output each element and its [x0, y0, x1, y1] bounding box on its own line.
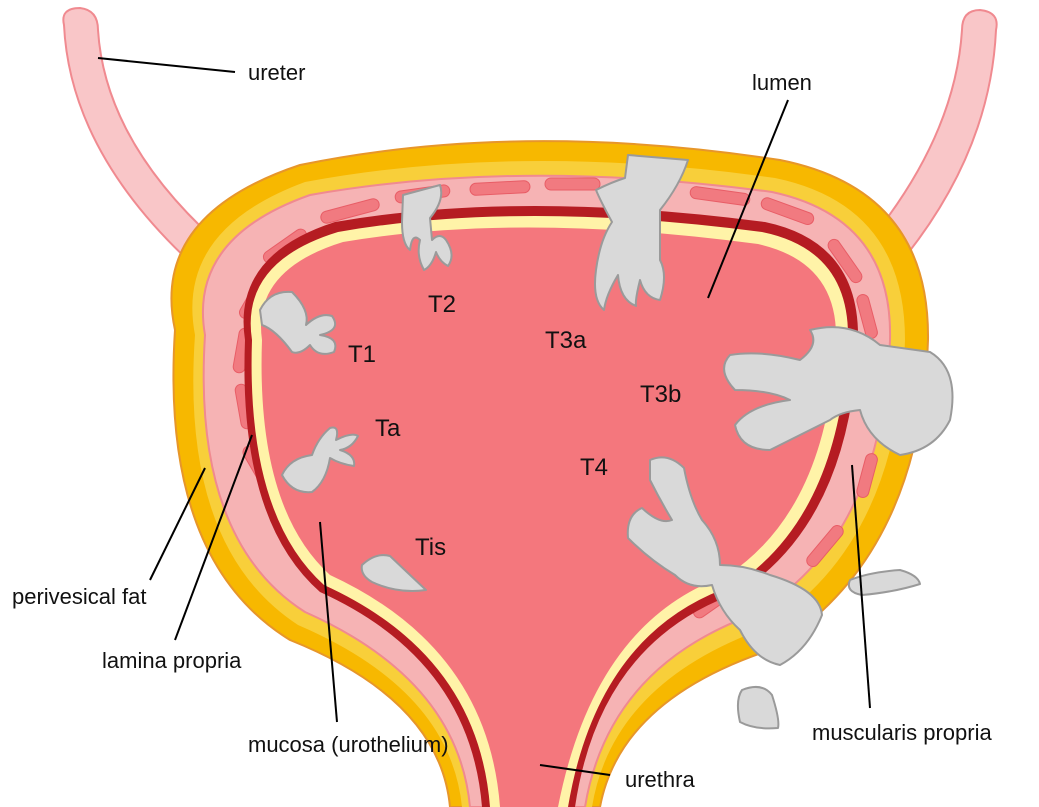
label-mucosa: mucosa (urothelium) — [248, 732, 449, 757]
label-lumen: lumen — [752, 70, 812, 95]
stage-label-Tis: Tis — [415, 534, 446, 561]
tumor-fragment-2 — [738, 687, 778, 728]
label-muscularis-propria: muscularis propria — [812, 720, 992, 745]
label-lamina-propria: lamina propria — [102, 648, 242, 673]
stage-label-T4: T4 — [580, 454, 608, 481]
left-ureter — [63, 8, 215, 262]
stage-label-T3a: T3a — [545, 327, 587, 354]
stage-label-T2: T2 — [428, 291, 456, 318]
stage-label-T3b: T3b — [640, 381, 681, 408]
label-perivesical-fat: perivesical fat — [12, 584, 147, 609]
stage-label-Ta: Ta — [375, 415, 401, 442]
stage-label-T1: T1 — [348, 341, 376, 368]
leader-ureter — [98, 58, 235, 72]
label-ureter: ureter — [248, 60, 305, 85]
label-urethra: urethra — [625, 767, 695, 792]
